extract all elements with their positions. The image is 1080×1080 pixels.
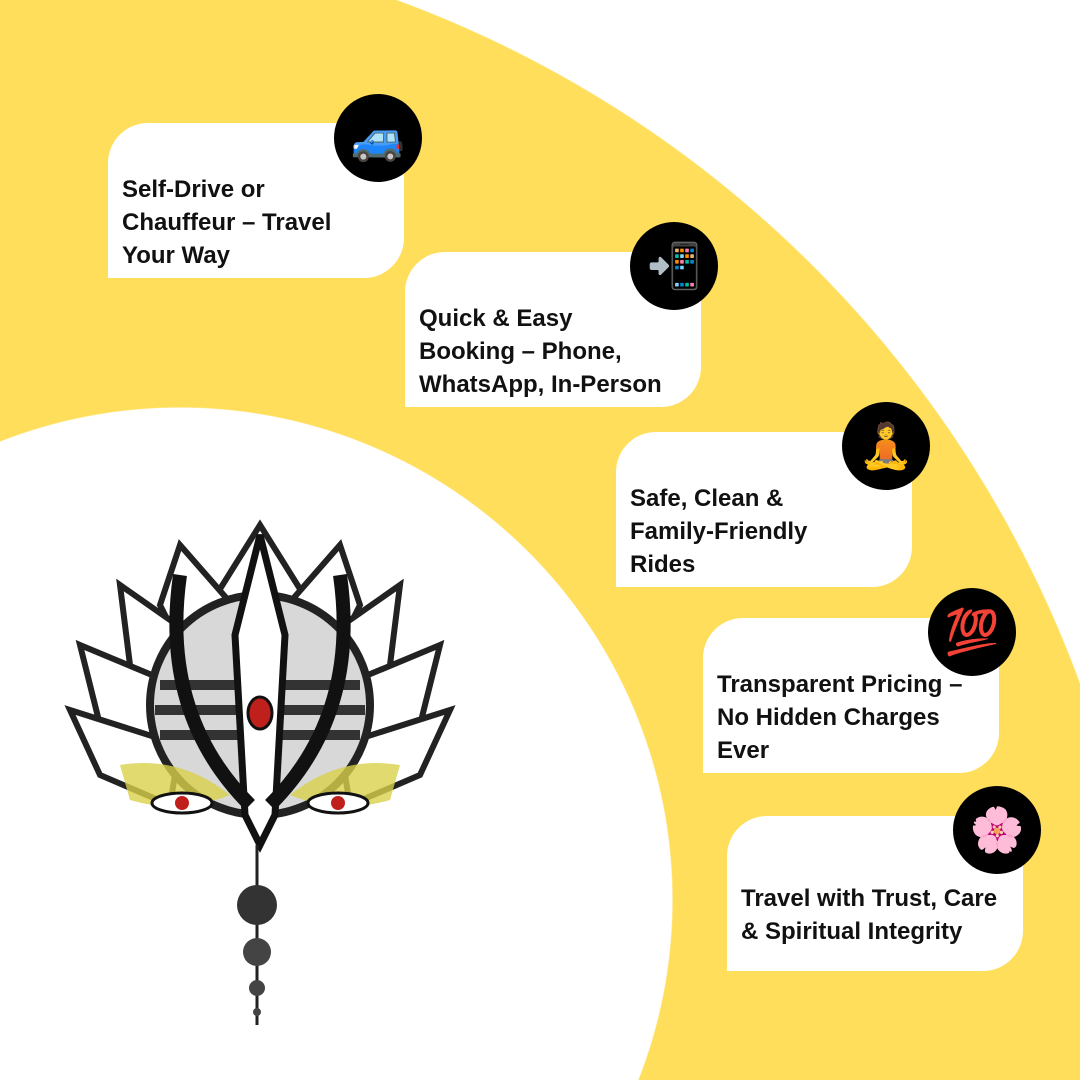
feature-text: Self-Drive or Chauffeur – Travel Your Wa… — [122, 176, 332, 269]
car-icon: 🚙 — [334, 94, 422, 182]
hundred-points-icon: 💯 — [928, 588, 1016, 676]
feature-text: Quick & Easy Booking – Phone, WhatsApp, … — [419, 305, 662, 398]
shiva-lotus-logo — [64, 519, 456, 1025]
feature-text: Safe, Clean & Family-Friendly Rides — [630, 485, 808, 578]
feature-text: Travel with Trust, Care & Spiritual Inte… — [741, 885, 998, 945]
cherry-blossom-icon: 🌸 — [953, 786, 1041, 874]
feature-text: Transparent Pricing – No Hidden Charges … — [717, 671, 963, 764]
meditating-person-icon: 🧘 — [842, 402, 930, 490]
mobile-arrow-icon: 📲 — [630, 222, 718, 310]
